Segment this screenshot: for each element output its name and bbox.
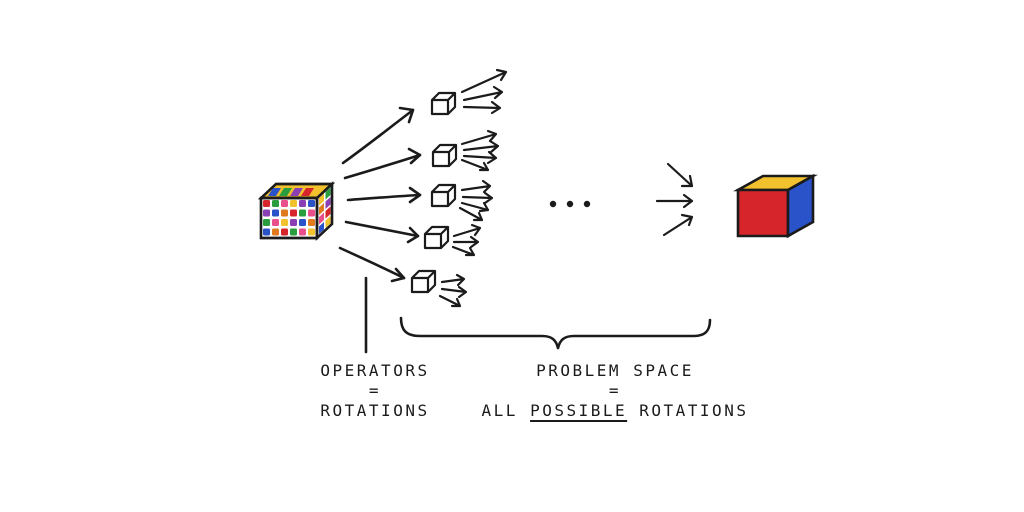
sticker bbox=[319, 222, 324, 234]
sticker bbox=[299, 228, 306, 236]
sticker bbox=[279, 188, 292, 196]
arrow-head bbox=[406, 226, 420, 244]
sticker bbox=[308, 200, 315, 207]
sticker bbox=[263, 228, 270, 236]
operator-arrow bbox=[344, 220, 420, 238]
sticker bbox=[263, 219, 270, 226]
arrow-head bbox=[398, 106, 415, 124]
intermediate-cube bbox=[423, 225, 450, 250]
sticker bbox=[319, 203, 324, 215]
sticker bbox=[281, 228, 288, 236]
operator-arrow bbox=[346, 193, 422, 202]
sticker bbox=[263, 209, 270, 217]
sticker bbox=[325, 197, 331, 209]
sticker bbox=[290, 228, 297, 236]
problem-space-label-equals: = bbox=[608, 381, 622, 400]
problem-space-prefix: ALL bbox=[481, 401, 531, 420]
sticker bbox=[319, 212, 324, 225]
sticker bbox=[268, 188, 281, 196]
sticker bbox=[325, 187, 331, 200]
operators-label-equals: = bbox=[368, 381, 382, 400]
branch-arrows bbox=[438, 68, 508, 308]
problem-space-label-line3: ALL POSSIBLE ROTATIONS bbox=[455, 401, 775, 421]
operators-label-line3: ROTATIONS bbox=[320, 401, 430, 420]
sticker bbox=[301, 188, 314, 196]
arrow-head bbox=[390, 267, 406, 283]
sticker bbox=[299, 209, 306, 217]
problem-space-label-line1: PROBLEM SPACE bbox=[536, 361, 694, 380]
ellipsis bbox=[549, 200, 591, 208]
arrow-head bbox=[407, 147, 422, 165]
sticker bbox=[325, 216, 331, 228]
solved-cube bbox=[733, 173, 818, 239]
intermediate-cube bbox=[430, 183, 457, 208]
sticker bbox=[308, 228, 315, 236]
operators-label-line1: OPERATORS bbox=[320, 361, 430, 380]
intermediate-cube bbox=[410, 269, 437, 294]
sticker bbox=[299, 219, 306, 226]
scrambled-cube bbox=[257, 181, 336, 241]
operator-arrow bbox=[338, 246, 406, 280]
sticker bbox=[308, 209, 315, 217]
sticker bbox=[308, 219, 315, 226]
sticker bbox=[272, 219, 279, 226]
converging-arrows bbox=[655, 162, 694, 237]
problem-space-brace bbox=[399, 316, 712, 350]
operator-arrow bbox=[341, 108, 415, 165]
sticker bbox=[290, 188, 303, 196]
operators-label: OPERATORS = ROTATIONS bbox=[300, 361, 450, 421]
sticker bbox=[299, 200, 306, 207]
operator-arrow bbox=[343, 153, 422, 180]
intermediate-cubes bbox=[410, 91, 458, 294]
sticker bbox=[281, 209, 288, 217]
sticker bbox=[325, 206, 331, 219]
sticker bbox=[290, 209, 297, 217]
intermediate-cube bbox=[431, 143, 458, 168]
intermediate-cube bbox=[430, 91, 457, 116]
problem-space-label: PROBLEM SPACE = ALL POSSIBLE ROTATIONS bbox=[455, 361, 775, 421]
sticker-pattern bbox=[263, 187, 331, 236]
problem-space-suffix: ROTATIONS bbox=[627, 401, 749, 420]
sticker bbox=[281, 200, 288, 207]
arrow-head bbox=[408, 186, 422, 204]
operator-arrows bbox=[338, 106, 422, 283]
possible-emphasis: POSSIBLE bbox=[530, 401, 628, 420]
sticker bbox=[319, 193, 324, 206]
sticker bbox=[281, 219, 288, 226]
sticker bbox=[272, 209, 279, 217]
sticker bbox=[263, 200, 270, 207]
sticker bbox=[290, 219, 297, 226]
sticker bbox=[272, 228, 279, 236]
sticker bbox=[312, 188, 325, 196]
sticker bbox=[290, 200, 297, 207]
sticker bbox=[272, 200, 279, 207]
